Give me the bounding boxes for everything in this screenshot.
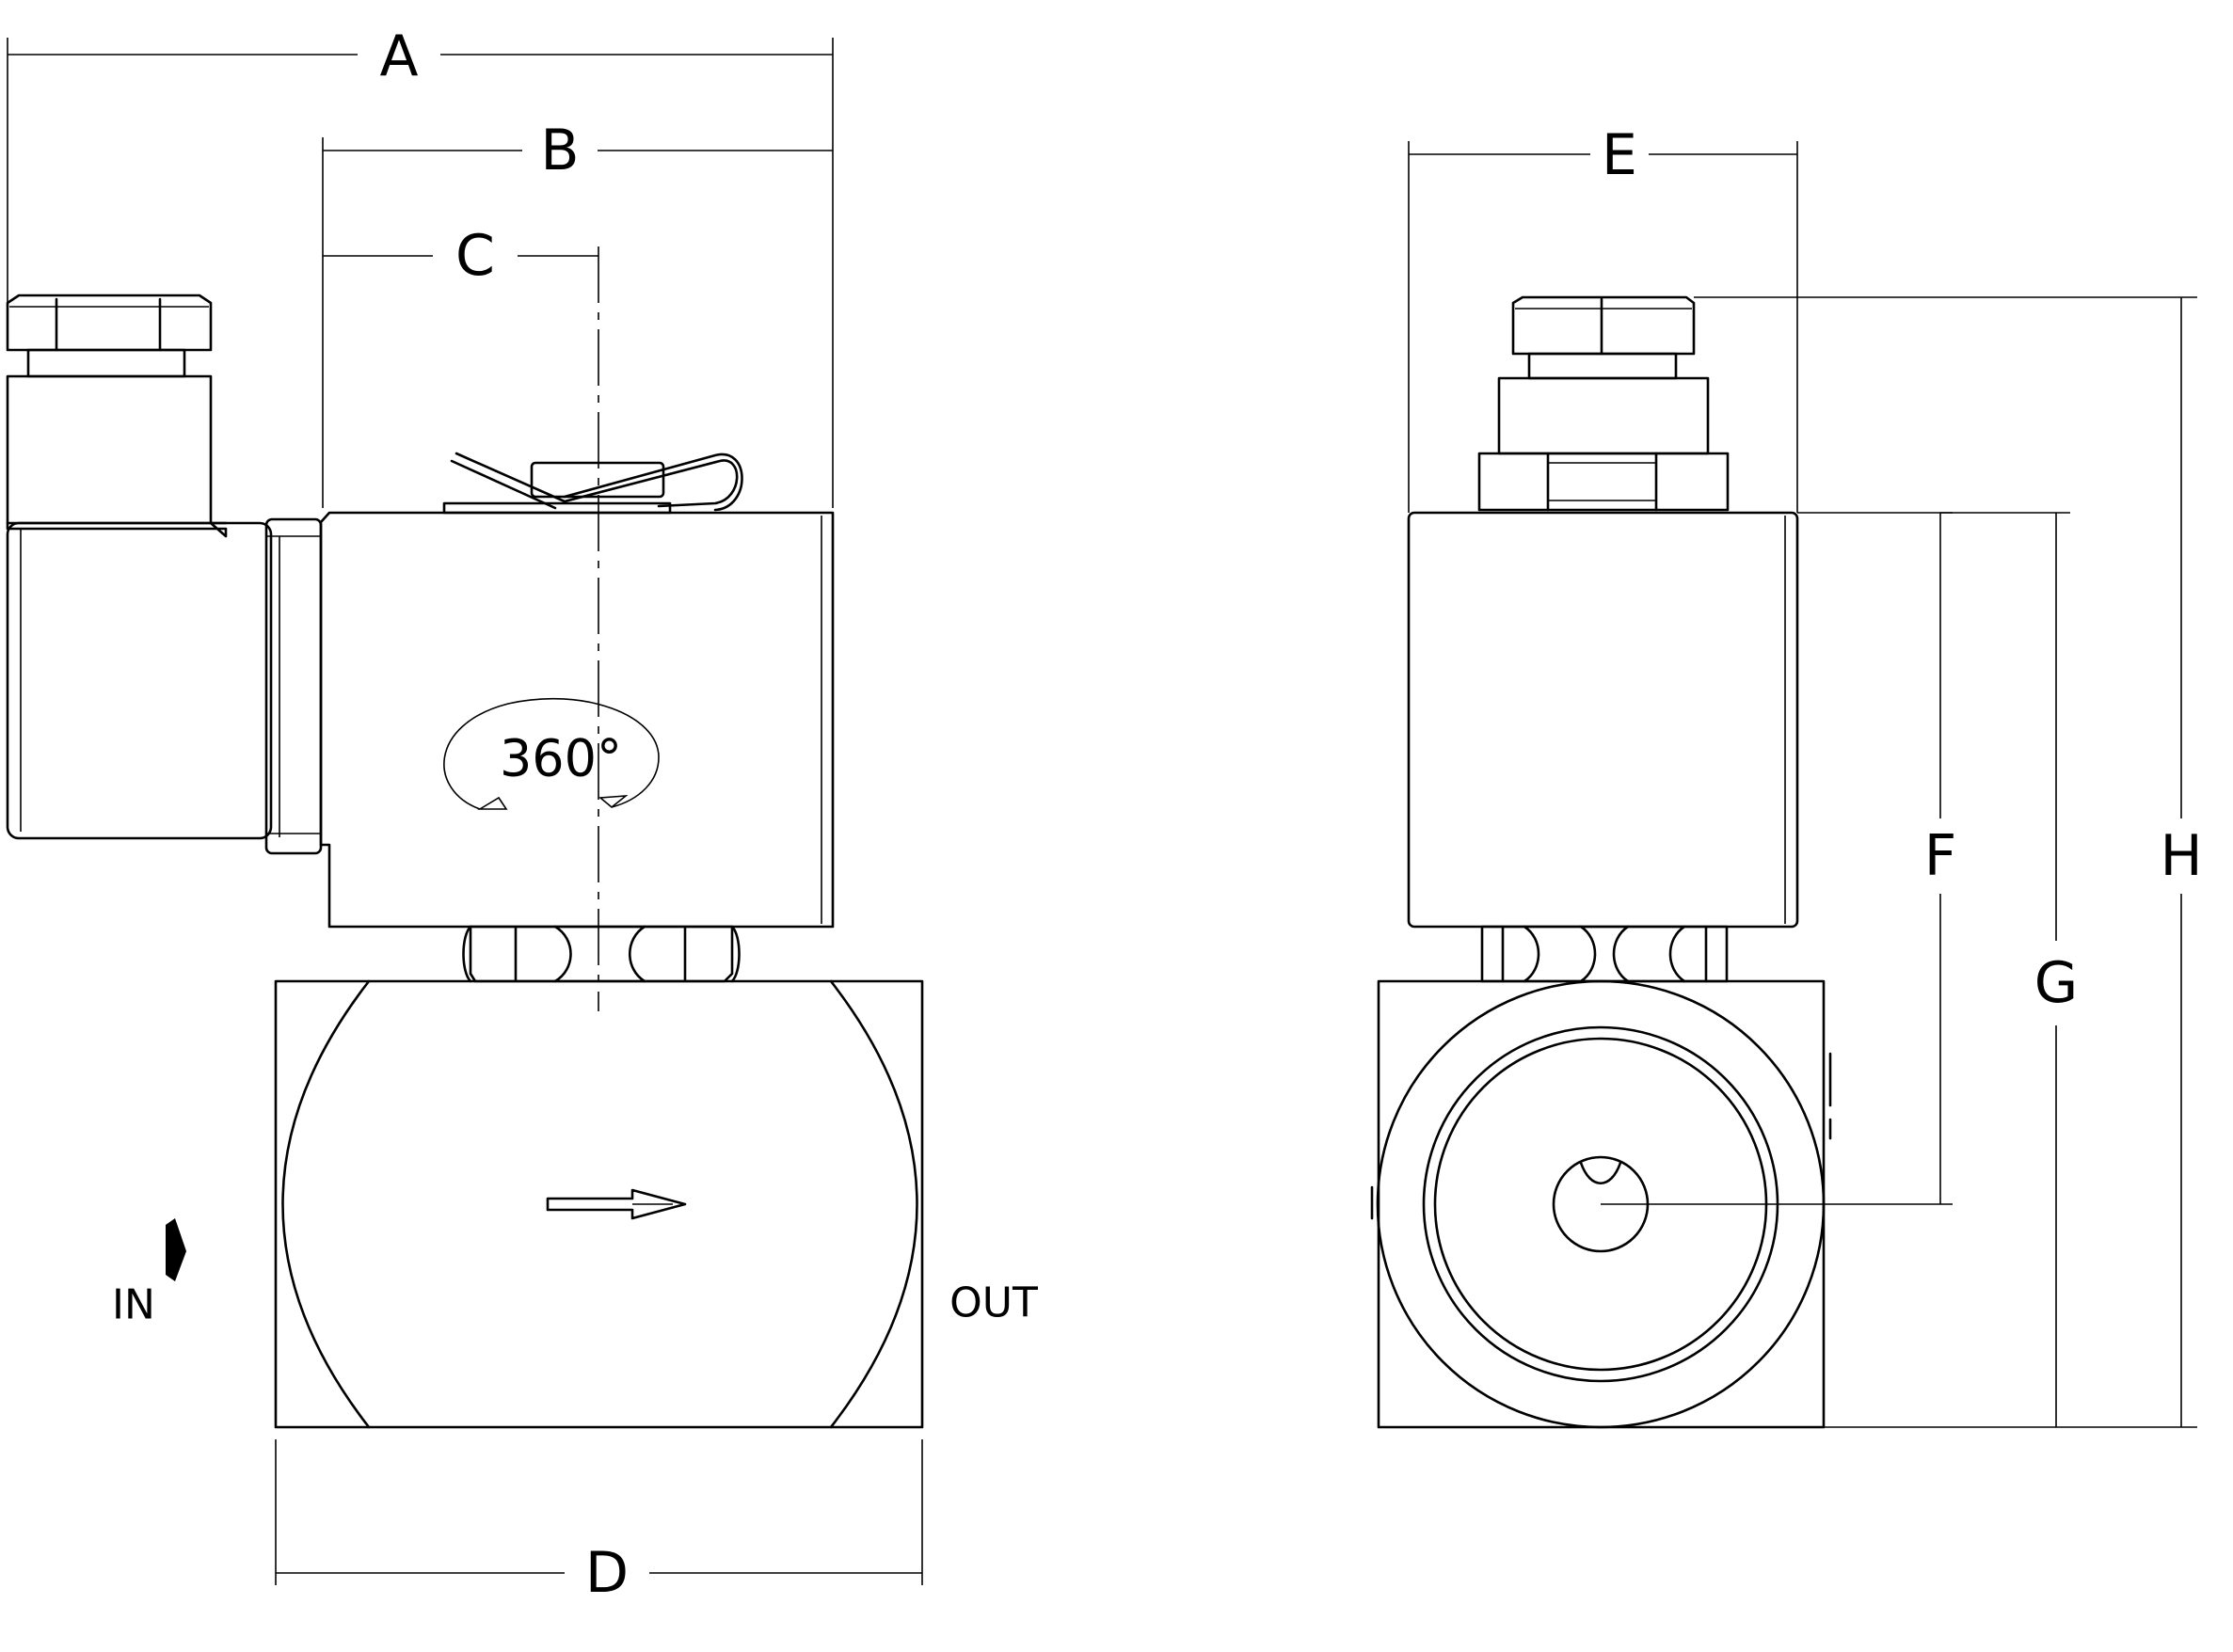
outlet-label: OUT (949, 1279, 1038, 1327)
front-armature-nut (1480, 925, 1729, 983)
front-cap-nut (1477, 295, 1730, 512)
dimension-c: C (323, 223, 598, 289)
rotation-label: 360° (500, 729, 622, 788)
dimension-a: A (7, 24, 834, 508)
front-coil (1407, 511, 1799, 929)
side-view: A B C (6, 24, 1038, 1606)
solenoid-coil (319, 511, 835, 929)
valve-body-side (274, 979, 924, 1429)
dimension-label-a: A (379, 24, 418, 89)
dimension-label-g: G (2034, 950, 2079, 1016)
connector-cap-nut (6, 294, 213, 378)
dimension-b: B (322, 118, 833, 508)
dimension-label-b: B (540, 118, 579, 183)
dimension-g: G (1824, 512, 2079, 1428)
dimension-label-d: D (585, 1540, 629, 1606)
dimension-label-e: E (1602, 122, 1637, 188)
dimension-h: H (1694, 296, 2203, 1428)
retaining-clip (442, 452, 743, 515)
rotation-marker: 360° (443, 697, 660, 810)
connector-body (6, 374, 323, 855)
inlet-marker-icon (166, 1218, 186, 1281)
flow-arrow-icon (546, 1188, 687, 1220)
front-view: E (1370, 122, 2203, 1429)
dimension-label-h: H (2160, 823, 2202, 889)
dimension-e: E (1408, 122, 1798, 513)
inlet-label: IN (112, 1281, 155, 1329)
dimension-label-c: C (455, 223, 495, 289)
dimension-label-f: F (1924, 823, 1957, 889)
armature-nut (462, 925, 741, 983)
dimension-f: F (1601, 512, 1957, 1205)
dimension-d: D (275, 1439, 923, 1606)
